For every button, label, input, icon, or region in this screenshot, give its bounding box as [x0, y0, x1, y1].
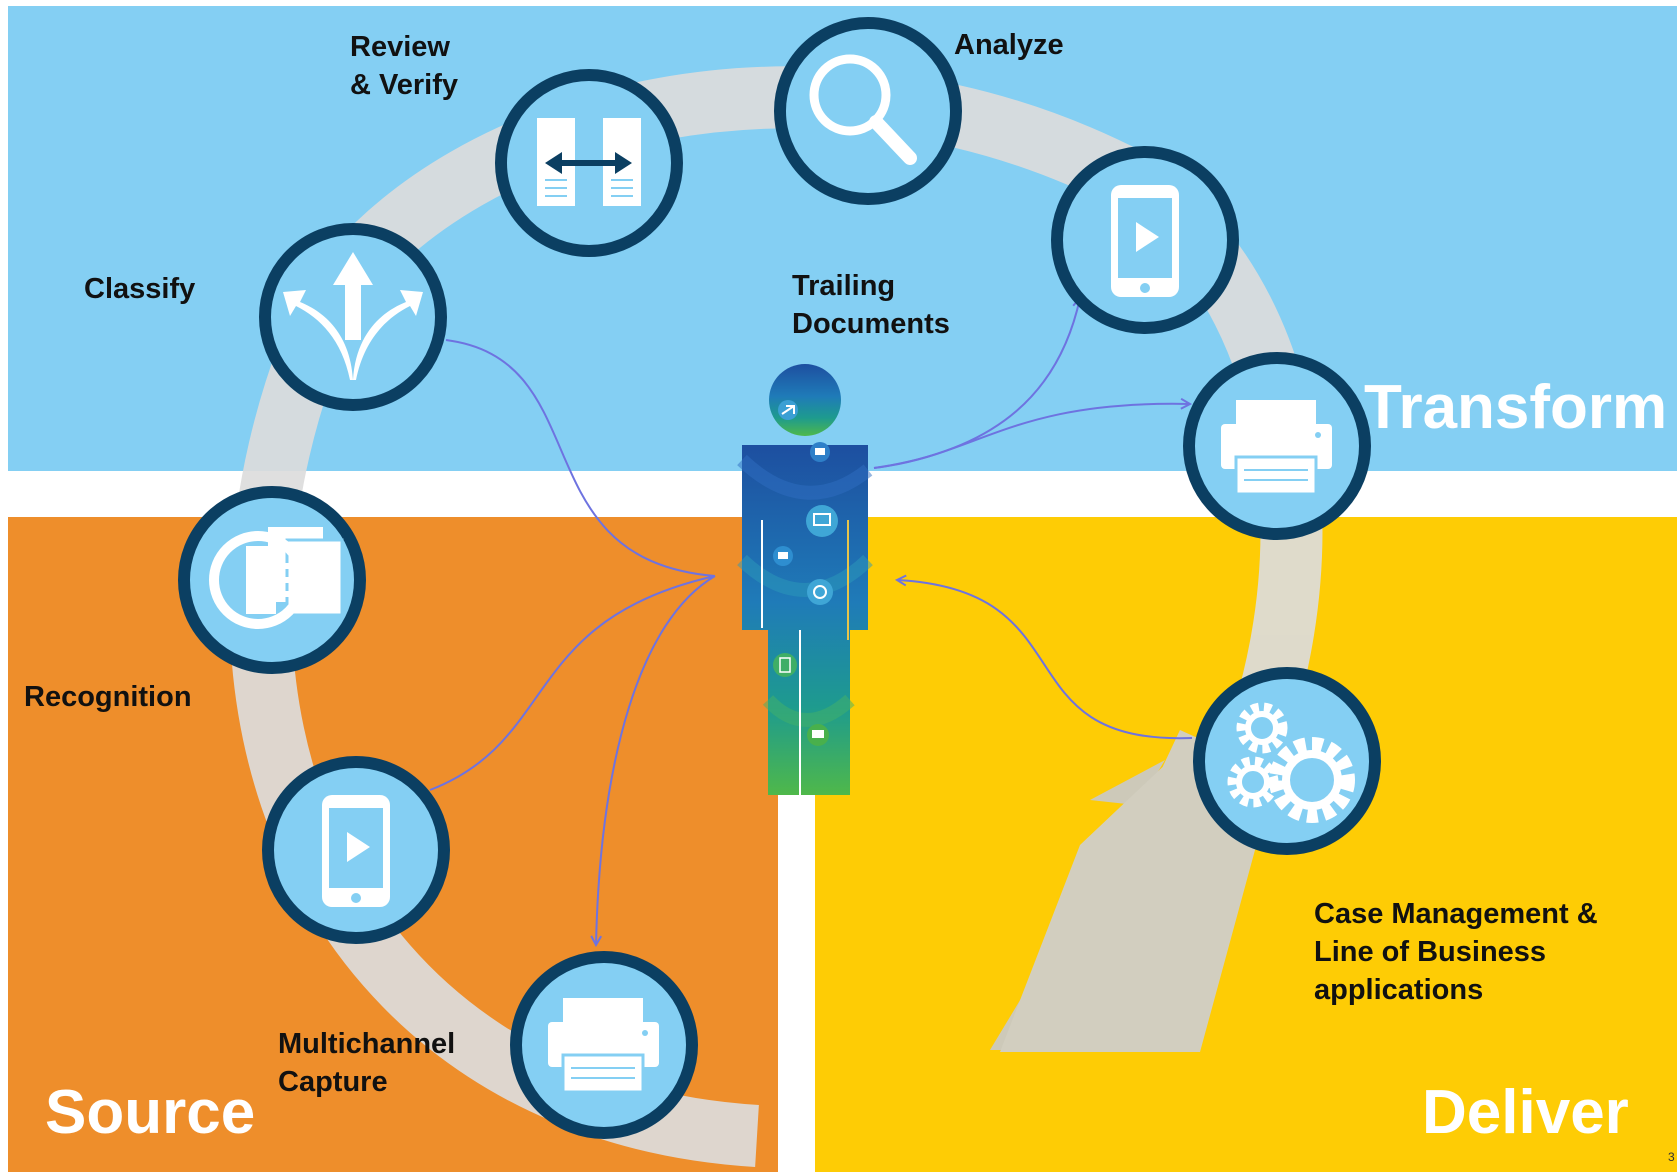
split-arrows-icon [283, 252, 423, 380]
printer-icon [548, 998, 659, 1094]
source-mobile-node [262, 756, 450, 944]
mobile-icon [1111, 185, 1179, 297]
review-verify-node [495, 69, 683, 257]
trailing-documents-label: Trailing Documents [792, 270, 950, 340]
recognition-label: Recognition [24, 681, 192, 713]
source-title: Source [45, 1078, 256, 1147]
printer-icon [1221, 400, 1332, 496]
case-management-label: Case Management & Line of Business appli… [1314, 898, 1598, 1006]
connectors [429, 298, 1192, 945]
gears-icon [1227, 702, 1355, 823]
classify-label: Classify [84, 273, 196, 305]
recognition-node [178, 486, 366, 674]
multichannel-capture-label: Multichannel Capture [278, 1028, 456, 1098]
ocr-document-icon [209, 527, 344, 629]
analyze-label: Analyze [954, 29, 1064, 61]
person-figure [737, 364, 873, 795]
review-verify-label: Review & Verify [350, 31, 458, 101]
classify-node [259, 223, 447, 411]
multichannel-capture-node [510, 951, 698, 1139]
case-management-node [1193, 667, 1381, 855]
mobile-icon [322, 795, 390, 907]
analyze-node [774, 17, 962, 205]
transform-title: Transform [1364, 373, 1668, 442]
trailing-documents-node [1051, 146, 1239, 334]
transform-printer-node [1183, 352, 1371, 540]
compare-documents-icon [537, 118, 641, 206]
magnifier-icon [809, 54, 917, 165]
deliver-title: Deliver [1422, 1078, 1629, 1147]
page-number: 3 [1668, 1150, 1675, 1164]
